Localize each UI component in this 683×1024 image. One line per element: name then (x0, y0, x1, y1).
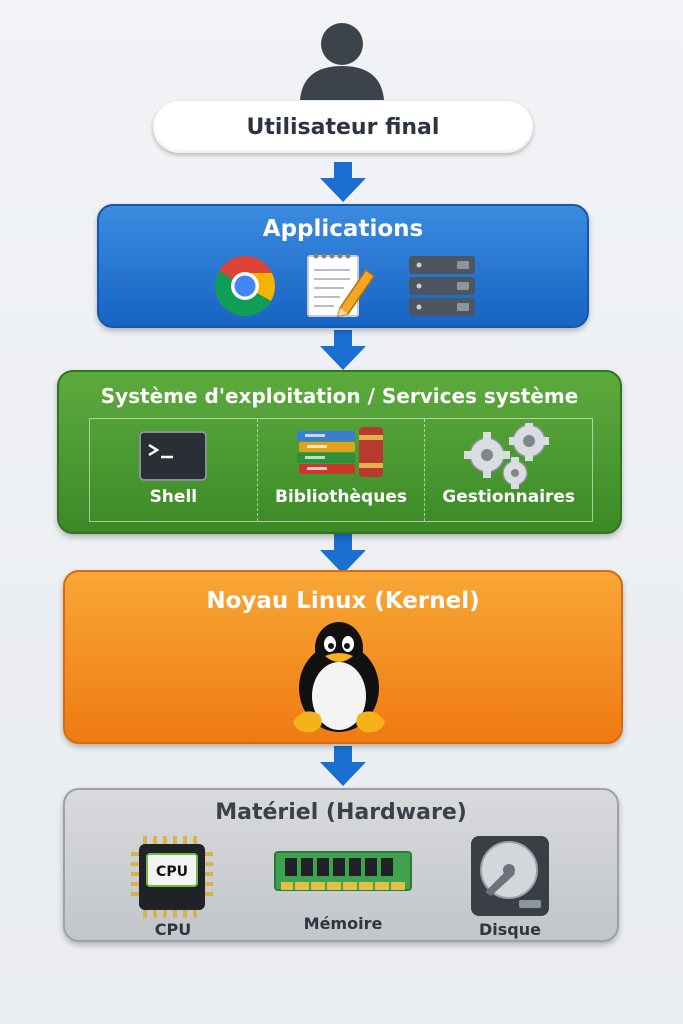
terminal-icon (139, 431, 208, 481)
linux-kernel-layer: Noyau Linux (Kernel) (63, 570, 623, 744)
cpu-chip-text: CPU (156, 864, 188, 880)
hardware-title: Matériel (Hardware) (215, 800, 467, 825)
shell-item: Shell (90, 419, 257, 521)
libraries-label: Bibliothèques (275, 487, 407, 507)
browser-icon (214, 256, 275, 317)
linux-kernel-title: Noyau Linux (Kernel) (206, 588, 480, 614)
end-user-label: Utilisateur final (246, 114, 440, 140)
hard-disk-icon (471, 836, 549, 916)
managers-label: Gestionnaires (442, 487, 576, 507)
hardware-layer: Matériel (Hardware) CPU CPU (63, 788, 619, 942)
os-services-layer: Système d'exploitation / Services systèm… (57, 370, 622, 534)
os-services-group: Shell Bibliothèques (89, 418, 593, 522)
arrow-down-icon (320, 162, 366, 202)
cpu-chip-icon: CPU (131, 836, 213, 918)
disk-label: Disque (479, 920, 541, 939)
arrow-down-icon (320, 534, 366, 574)
arrow-down-icon (320, 330, 366, 370)
notepad-icon (307, 253, 376, 317)
shell-label: Shell (149, 487, 198, 507)
managers-item: Gestionnaires (424, 419, 592, 521)
memory-label: Mémoire (303, 914, 383, 933)
books-icon (297, 427, 383, 477)
applications-layer: Applications (97, 204, 589, 328)
ram-module-icon (274, 851, 412, 891)
gears-icon (463, 423, 549, 489)
end-user-box: Utilisateur final (153, 101, 533, 153)
cpu-label: CPU (154, 920, 192, 939)
tux-penguin-icon (293, 622, 385, 733)
os-services-title: Système d'exploitation / Services systèm… (100, 384, 579, 408)
server-icon (409, 256, 475, 316)
arrow-down-icon (320, 746, 366, 786)
applications-title: Applications (262, 216, 424, 242)
libraries-item: Bibliothèques (256, 419, 425, 521)
user-icon (300, 23, 384, 100)
